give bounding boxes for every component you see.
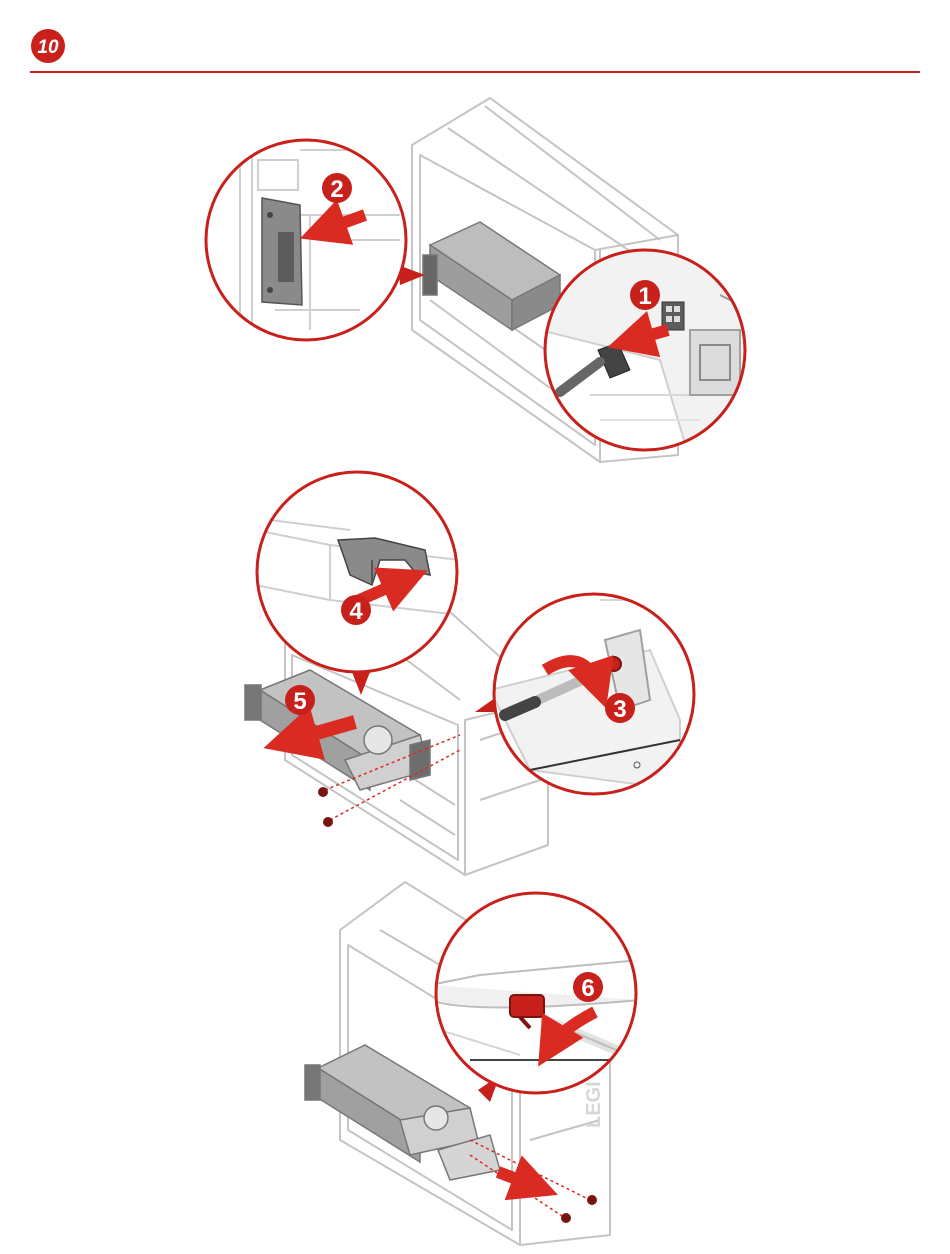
- arrow-7: [498, 1172, 540, 1188]
- callout-5: 5: [293, 688, 306, 715]
- figure-1: 2 1: [206, 98, 750, 462]
- bracket-part: [262, 198, 302, 305]
- detail-circle-2: 2: [206, 140, 406, 345]
- thumbscrew-3: [607, 657, 621, 671]
- magnifier-pointer-3: [475, 698, 495, 712]
- detail-circle-4: 4: [255, 472, 460, 672]
- figure-2: 5 4: [245, 472, 700, 875]
- detail-circle-3: 3: [490, 594, 700, 794]
- magnifier-pointer-4: [352, 672, 370, 695]
- graphics-card-1: [423, 222, 560, 330]
- callout-6: 6: [581, 975, 594, 1002]
- callout-3: 3: [613, 696, 626, 723]
- figure-3: LEGI: [305, 882, 640, 1245]
- callout-4: 4: [349, 598, 363, 625]
- callout-2: 2: [330, 176, 343, 203]
- brand-mark: LEGI: [583, 1081, 605, 1128]
- detail-circle-6: 6: [430, 893, 640, 1095]
- callout-1: 1: [638, 283, 651, 310]
